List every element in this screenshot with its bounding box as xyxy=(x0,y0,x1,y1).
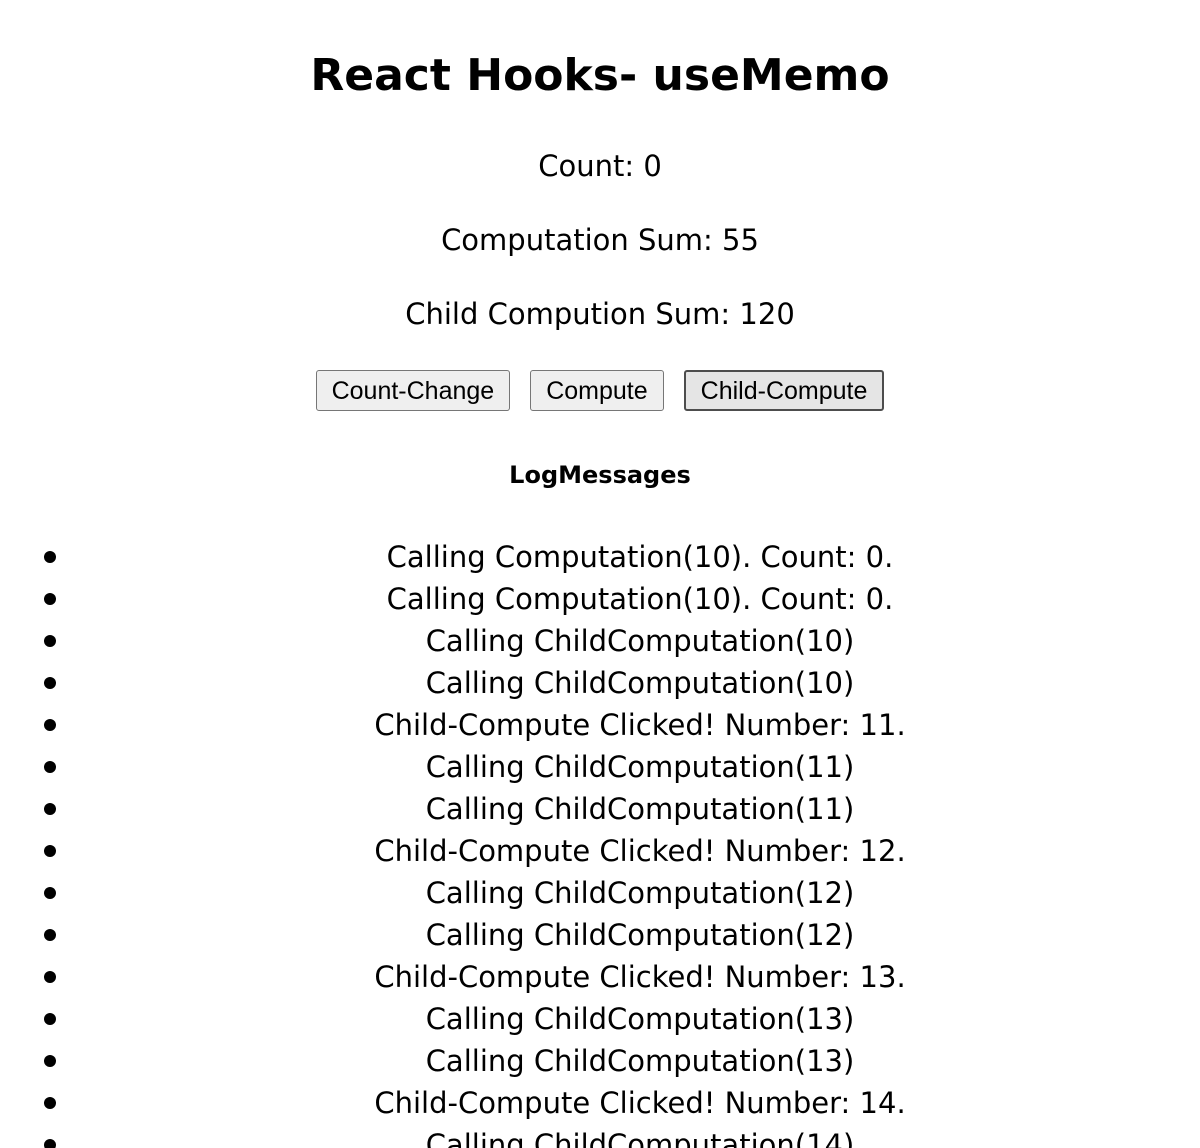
log-item: Child-Compute Clicked! Number: 13. xyxy=(44,956,1200,998)
log-messages-heading: LogMessages xyxy=(509,461,691,489)
child-compute-button[interactable]: Child-Compute xyxy=(683,370,885,411)
log-message-text: Calling Computation(10). Count: 0. xyxy=(386,582,894,616)
bullet-icon xyxy=(44,635,56,647)
log-messages-list: Calling Computation(10). Count: 0. Calli… xyxy=(44,536,1200,1148)
log-message-text: Calling ChildComputation(13) xyxy=(425,1002,855,1036)
bullet-icon xyxy=(44,677,56,689)
bullet-icon xyxy=(44,719,56,731)
bullet-icon xyxy=(44,803,56,815)
log-message-text: Calling ChildComputation(11) xyxy=(425,792,855,826)
log-item: Calling ChildComputation(10) xyxy=(44,620,1200,662)
log-message-text: Child-Compute Clicked! Number: 14. xyxy=(374,1086,906,1120)
log-message-text: Calling ChildComputation(10) xyxy=(425,666,855,700)
log-message-text: Calling ChildComputation(13) xyxy=(425,1044,855,1078)
log-item: Calling ChildComputation(13) xyxy=(44,998,1200,1040)
log-item: Calling ChildComputation(14) xyxy=(44,1124,1200,1148)
log-item: Calling Computation(10). Count: 0. xyxy=(44,536,1200,578)
log-message-text: Child-Compute Clicked! Number: 11. xyxy=(374,708,906,742)
log-item: Calling ChildComputation(10) xyxy=(44,662,1200,704)
bullet-icon xyxy=(44,1097,56,1109)
log-item: Child-Compute Clicked! Number: 14. xyxy=(44,1082,1200,1124)
log-message-text: Calling ChildComputation(11) xyxy=(425,750,855,784)
log-item: Child-Compute Clicked! Number: 12. xyxy=(44,830,1200,872)
count-display: Count: 0 xyxy=(538,149,662,183)
computation-sum-display: Computation Sum: 55 xyxy=(441,223,759,257)
bullet-icon xyxy=(44,845,56,857)
bullet-icon xyxy=(44,1013,56,1025)
bullet-icon xyxy=(44,1055,56,1067)
count-change-button[interactable]: Count-Change xyxy=(315,370,511,411)
bullet-icon xyxy=(44,929,56,941)
bullet-icon xyxy=(44,971,56,983)
bullet-icon xyxy=(44,551,56,563)
log-message-text: Calling ChildComputation(10) xyxy=(425,624,855,658)
log-item: Calling ChildComputation(12) xyxy=(44,872,1200,914)
log-item: Child-Compute Clicked! Number: 11. xyxy=(44,704,1200,746)
bullet-icon xyxy=(44,593,56,605)
log-item: Calling Computation(10). Count: 0. xyxy=(44,578,1200,620)
log-message-text: Calling ChildComputation(14) xyxy=(425,1128,855,1148)
log-message-text: Calling Computation(10). Count: 0. xyxy=(386,540,894,574)
log-message-text: Child-Compute Clicked! Number: 13. xyxy=(374,960,906,994)
log-item: Calling ChildComputation(11) xyxy=(44,746,1200,788)
page-title: React Hooks- useMemo xyxy=(310,50,890,101)
button-group: Count-Change Compute Child-Compute xyxy=(0,370,1200,411)
log-item: Calling ChildComputation(11) xyxy=(44,788,1200,830)
bullet-icon xyxy=(44,887,56,899)
log-message-text: Child-Compute Clicked! Number: 12. xyxy=(374,834,906,868)
log-item: Calling ChildComputation(12) xyxy=(44,914,1200,956)
bullet-icon xyxy=(44,761,56,773)
log-message-text: Calling ChildComputation(12) xyxy=(425,918,855,952)
log-item: Calling ChildComputation(13) xyxy=(44,1040,1200,1082)
bullet-icon xyxy=(44,1139,56,1148)
log-message-text: Calling ChildComputation(12) xyxy=(425,876,855,910)
child-computation-sum-display: Child Compution Sum: 120 xyxy=(405,297,795,331)
compute-button[interactable]: Compute xyxy=(530,370,664,411)
